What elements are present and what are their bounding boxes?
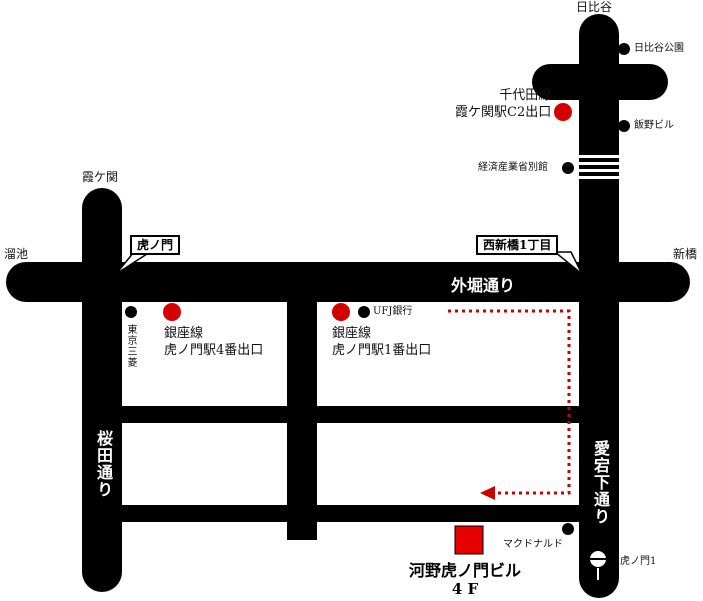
destination-name: 河野虎ノ門ビル xyxy=(408,561,521,580)
label-chiyoda-c2: 千代田線 霞ケ関駅C2出口 xyxy=(455,87,551,121)
chiyoda-line-name: 千代田線 xyxy=(499,88,552,103)
callout-toranomon: 虎ノ門 xyxy=(130,235,181,255)
label-ginza-exit4: 銀座線 虎ノ門駅4番出口 xyxy=(164,325,263,359)
ginza1-line-name: 銀座線 xyxy=(332,326,372,341)
label-shinbashi: 新橋 xyxy=(673,247,698,261)
label-toranomon1: 虎ノ門1 xyxy=(620,556,657,567)
road-label-sotobori: 外堀通り xyxy=(451,276,516,295)
ginza1-exit-name: 虎ノ門駅1番出口 xyxy=(332,343,432,358)
label-meti-annex: 経済産業省別館 xyxy=(478,162,548,173)
nishishinbashi-pointer xyxy=(552,251,583,275)
road-atagoshita xyxy=(579,14,619,598)
ginza4-line-name: 銀座線 xyxy=(164,326,204,341)
road-cross-lower xyxy=(100,505,600,522)
road-cross-upper xyxy=(100,406,600,423)
ginza-exit4-marker xyxy=(163,303,181,321)
road-sakurada xyxy=(82,188,122,592)
route-arrowhead xyxy=(480,486,495,500)
road-sotobori xyxy=(6,262,690,302)
destination-floor: 4 F xyxy=(451,580,479,598)
road-network xyxy=(6,14,690,598)
iino-building-dot xyxy=(618,120,630,132)
callout-nishi-shinbashi: 西新橋1丁目 xyxy=(476,235,559,255)
walking-route xyxy=(448,309,571,500)
label-ufj-bank: UFJ銀行 xyxy=(373,306,413,317)
ginza4-exit-name: 虎ノ門駅4番出口 xyxy=(164,343,264,358)
label-kasumigaseki: 霞ケ関 xyxy=(82,170,119,184)
landmark-dots xyxy=(125,43,630,535)
road-label-atagoshita: 愛宕下通り xyxy=(591,440,610,525)
label-hibiya: 日比谷 xyxy=(576,0,613,14)
destination-marker xyxy=(454,525,484,555)
road-label-sakurada: 桜田通り xyxy=(94,430,113,498)
meti-annex-dot xyxy=(562,162,574,174)
label-ginza-exit1: 銀座線 虎ノ門駅1番出口 xyxy=(332,325,431,359)
road-hibiya-crossbar xyxy=(532,64,668,100)
mcdonalds-dot xyxy=(562,523,574,535)
crosswalk xyxy=(577,155,621,179)
label-hibiya-park: 日比谷公園 xyxy=(634,43,684,54)
label-mcdonalds: マクドナルド xyxy=(503,539,563,550)
destination-label: 河野虎ノ門ビル 4 F xyxy=(398,561,532,599)
label-tokyo-sanryo: 東京三菱 xyxy=(125,324,136,368)
label-iino-building: 飯野ビル xyxy=(634,120,674,131)
subway-sign-icon xyxy=(588,549,608,580)
chiyoda-exit-name: 霞ケ関駅C2出口 xyxy=(455,105,552,120)
chiyoda-c2-marker xyxy=(554,103,572,121)
tokyo-sanryo-dot xyxy=(125,306,137,318)
hibiya-park-dot xyxy=(618,43,630,55)
ginza-exit1-marker xyxy=(332,303,350,321)
ufj-bank-dot xyxy=(358,306,370,318)
station-markers xyxy=(163,103,572,321)
label-tameike: 溜池 xyxy=(4,247,29,261)
